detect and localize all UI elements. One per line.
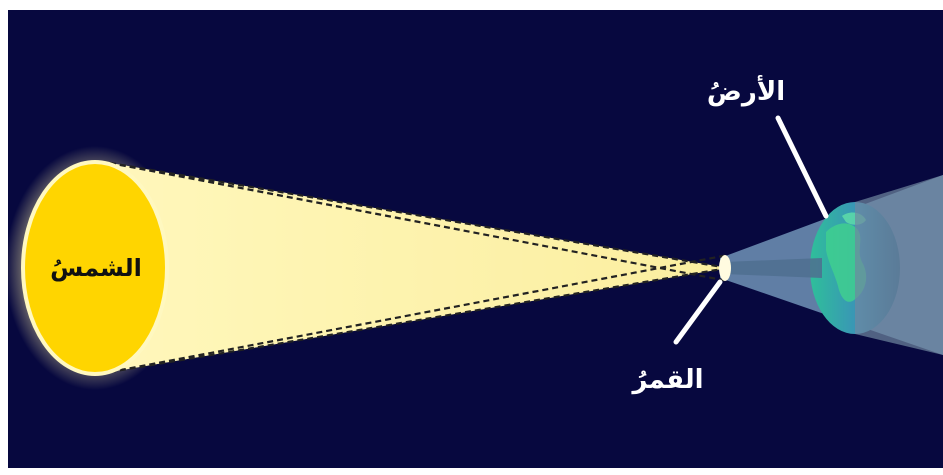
earth-label: الأرضُ [707,75,785,107]
moon [719,255,731,281]
moon-label: القمرُ [631,365,704,395]
sun-label: الشمسُ [50,254,142,282]
earth-shadow-region [855,175,943,355]
